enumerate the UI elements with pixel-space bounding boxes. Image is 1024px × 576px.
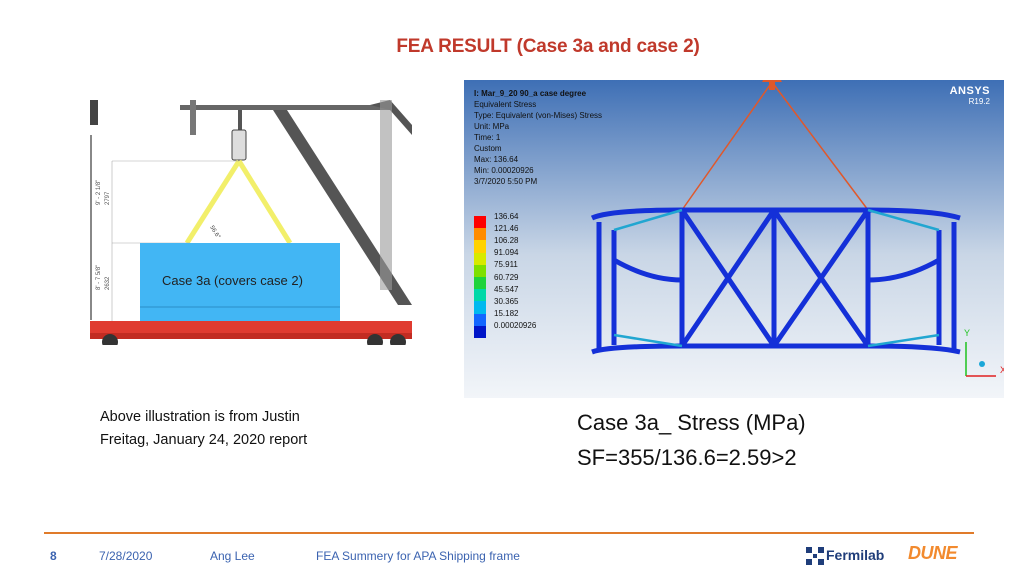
dim-text-4: 2632 bbox=[105, 276, 111, 290]
fermilab-logo-text: Fermilab bbox=[826, 547, 885, 563]
gantry-leg bbox=[380, 100, 392, 290]
legend-row: 121.46 bbox=[474, 224, 536, 241]
legend-row: 91.094 bbox=[474, 248, 536, 265]
legend-swatch bbox=[474, 228, 486, 241]
footer-author: Ang Lee bbox=[210, 549, 255, 563]
fea-info-line: I: Mar_9_20 90_a case degree bbox=[474, 89, 587, 98]
lift-line-right bbox=[771, 81, 869, 211]
legend-row: 0.00020926 bbox=[474, 321, 536, 338]
legend-swatch bbox=[474, 240, 486, 253]
legend-row: 30.365 bbox=[474, 297, 536, 314]
source-note-line: Above illustration is from Justin bbox=[100, 409, 300, 425]
fea-info-line: Custom bbox=[474, 144, 502, 153]
footer-date: 7/28/2020 bbox=[99, 549, 153, 563]
dim-text-3: 8' - 7 5/8" bbox=[96, 265, 102, 290]
legend-swatch bbox=[474, 252, 486, 265]
legend-swatch bbox=[474, 216, 486, 229]
axis-x-label: X bbox=[1000, 365, 1004, 375]
ansys-version: R19.2 bbox=[968, 97, 990, 106]
footer-deck-title: FEA Summery for APA Shipping frame bbox=[316, 549, 520, 563]
gantry-diagonal bbox=[273, 110, 412, 305]
hoist-cable bbox=[238, 110, 242, 130]
page-number: 8 bbox=[50, 549, 57, 563]
legend-swatch bbox=[474, 313, 486, 326]
result-line: Case 3a_ Stress (MPa) bbox=[577, 410, 806, 435]
source-note: Above illustration is from Justin Freita… bbox=[100, 406, 307, 452]
legend-swatch bbox=[474, 301, 486, 314]
dim-text-1: 9' - 2 1/8" bbox=[96, 180, 102, 205]
legend-value: 15.182 bbox=[494, 309, 519, 319]
fea-info-line: Min: 0.00020926 bbox=[474, 166, 534, 175]
legend-swatch bbox=[474, 264, 486, 277]
case-label: Case 3a (covers case 2) bbox=[162, 273, 303, 288]
source-note-line: Freitag, January 24, 2020 report bbox=[100, 432, 308, 448]
gantry-top-beam bbox=[180, 105, 390, 110]
fea-info-line: Max: 136.64 bbox=[474, 155, 519, 164]
stress-legend: 136.64 121.46 106.28 91.094 75.911 60.729 45.5… bbox=[474, 212, 536, 338]
axis-y-label: Y bbox=[964, 328, 970, 338]
legend-row: 15.182 bbox=[474, 309, 536, 326]
apa-box bbox=[140, 243, 340, 321]
axis-origin bbox=[979, 361, 985, 367]
dune-logo-text: DUNE bbox=[908, 543, 958, 563]
dim-text-2: 2797 bbox=[105, 191, 111, 205]
trailer-deck bbox=[90, 321, 412, 333]
legend-value: 136.64 bbox=[494, 211, 519, 221]
legend-row: 136.64 bbox=[474, 212, 536, 229]
sling-right bbox=[236, 159, 293, 245]
lift-line-left bbox=[681, 81, 773, 211]
trailer-wheel bbox=[367, 334, 383, 345]
legend-value: 0.00020926 bbox=[494, 321, 537, 331]
fea-info-line: Type: Equivalent (von-Mises) Stress bbox=[474, 111, 603, 120]
lift-arrow-head bbox=[762, 80, 782, 82]
ansys-branding: ANSYS R19.2 bbox=[950, 85, 990, 106]
result-line: SF=355/136.6=2.59>2 bbox=[577, 445, 797, 470]
legend-value: 106.28 bbox=[494, 235, 519, 245]
ansys-logo: ANSYS bbox=[949, 85, 990, 97]
legend-row: 106.28 bbox=[474, 236, 536, 253]
trailer-wheel bbox=[102, 334, 118, 345]
fea-info-line: Unit: MPa bbox=[474, 122, 510, 131]
legend-value: 121.46 bbox=[494, 223, 519, 233]
legend-row: 45.547 bbox=[474, 285, 536, 302]
legend-value: 30.365 bbox=[494, 296, 519, 306]
legend-value: 60.729 bbox=[494, 272, 519, 282]
legend-swatch bbox=[474, 289, 486, 302]
sling-left bbox=[184, 159, 242, 245]
legend-row: 60.729 bbox=[474, 273, 536, 290]
legend-row: 75.911 bbox=[474, 260, 536, 277]
apa-frame bbox=[590, 207, 961, 355]
gantry-edge bbox=[90, 100, 98, 125]
fea-info-line: 3/7/2020 5:50 PM bbox=[474, 177, 538, 186]
slide-title: FEA RESULT (Case 3a and case 2) bbox=[396, 36, 700, 57]
stress-highlight bbox=[613, 208, 940, 348]
legend-swatch bbox=[474, 325, 486, 338]
legend-value: 45.547 bbox=[494, 284, 519, 294]
legend-value: 75.911 bbox=[494, 260, 518, 270]
footer-divider bbox=[44, 532, 974, 534]
legend-value: 91.094 bbox=[494, 248, 519, 258]
fermilab-logo-icon bbox=[806, 547, 824, 565]
fea-info-line: Equivalent Stress bbox=[474, 100, 537, 109]
stand-line bbox=[90, 135, 92, 320]
hook-block bbox=[231, 129, 247, 161]
lift-illustration: 9' - 2 1/8" 2797 8' - 7 5/8" 2632 56.6° bbox=[90, 95, 412, 345]
fea-result-figure: Y X I: Mar_9_20 90_a case degree Equival… bbox=[464, 80, 1004, 398]
fea-info-line: Time: 1 bbox=[474, 133, 501, 142]
trailer-wheel bbox=[390, 334, 406, 345]
gantry-post bbox=[190, 100, 196, 135]
fea-info-block: I: Mar_9_20 90_a case degree Equivalent … bbox=[474, 88, 602, 187]
legend-swatch bbox=[474, 276, 486, 290]
result-summary: Case 3a_ Stress (MPa) SF=355/136.6=2.59>… bbox=[577, 405, 806, 475]
trailer-frame bbox=[90, 333, 412, 339]
footer-logos: Fermilab DUNE bbox=[804, 543, 976, 568]
